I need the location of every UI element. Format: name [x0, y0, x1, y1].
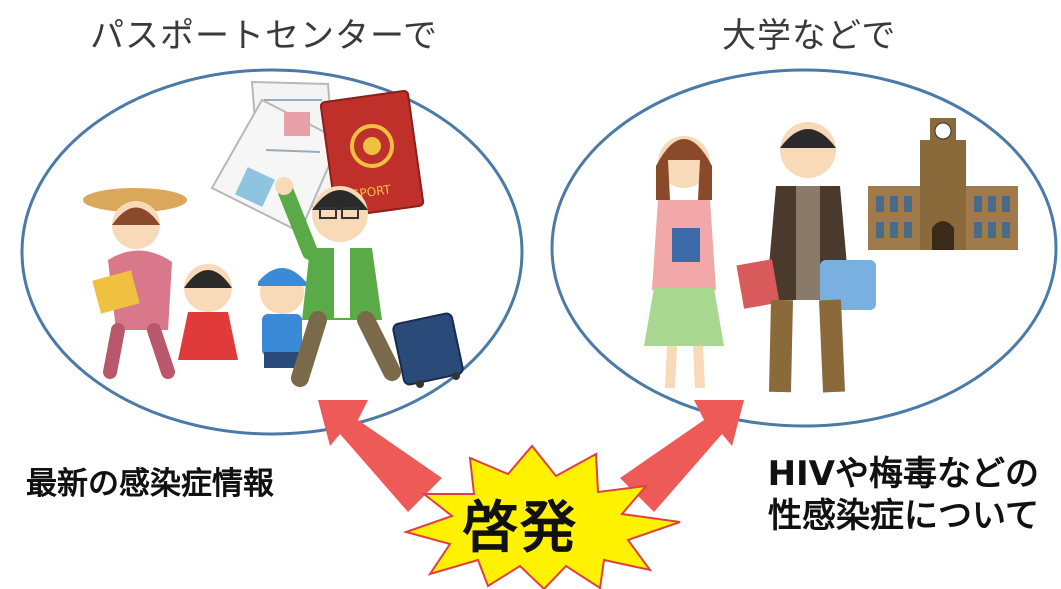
passport-illustration: SPORT: [210, 80, 425, 234]
family-illustration: [83, 177, 464, 388]
sti-caption-line1: HIVや梅毒などの: [767, 454, 1039, 494]
left-arrow: [318, 400, 442, 512]
infectious-disease-info-caption: 最新の感染症情報: [26, 466, 274, 502]
right-arrow: [620, 400, 744, 512]
sti-caption-line2: 性感染症について: [768, 496, 1039, 536]
center-starburst: [402, 444, 681, 589]
sti-caption: HIVや梅毒などの 性感染症について: [768, 453, 1039, 537]
university-building-illustration: [868, 118, 1018, 250]
students-illustration: [644, 122, 876, 393]
awareness-label: 啓発: [462, 496, 578, 561]
passport-center-heading: パスポートセンターで: [90, 16, 438, 56]
university-heading: 大学などで: [722, 16, 897, 56]
